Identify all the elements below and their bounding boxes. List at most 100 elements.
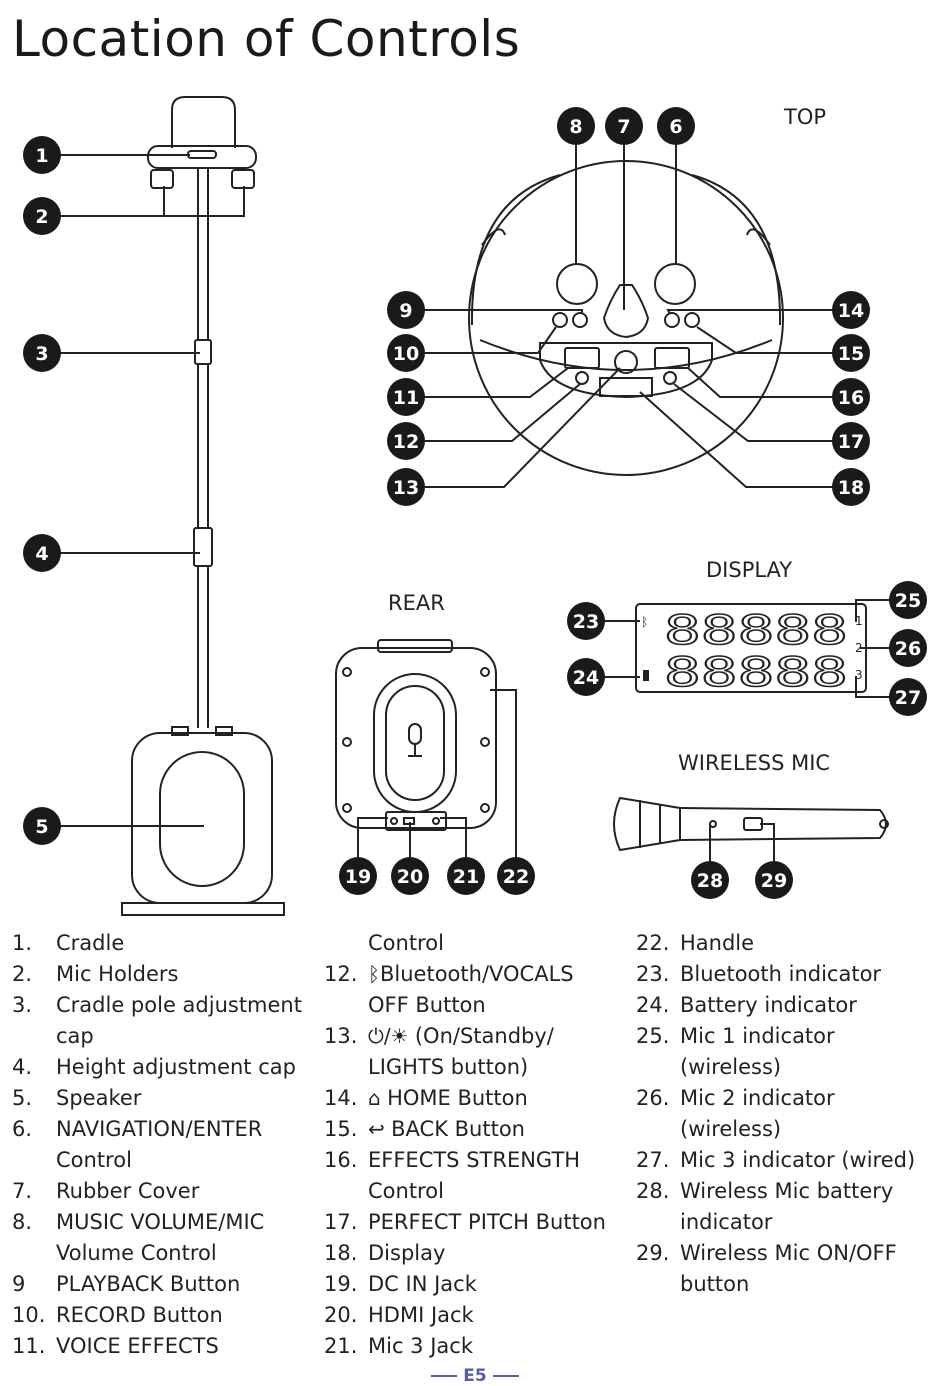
callout-label: 21 <box>453 866 479 888</box>
legend-item: 26.Mic 2 indicator <box>636 1086 835 1110</box>
callout-2: 2 <box>23 197 61 235</box>
legend-item: 1.Cradle <box>12 931 125 955</box>
page-title: Location of Controls <box>12 10 521 68</box>
callout-5: 5 <box>23 807 61 845</box>
legend-column-2: Control 12.ᛒBluetooth/VOCALS OFF Button … <box>324 928 624 1362</box>
callout-3: 3 <box>23 334 61 372</box>
legend-item: 25.Mic 1 indicator <box>636 1024 835 1048</box>
legend-item: 15.↩ BACK Button <box>324 1117 525 1141</box>
display-row-2: 88888 <box>664 650 848 696</box>
callout-label: 9 <box>399 300 412 322</box>
legend-item: 10.RECORD Button <box>12 1303 223 1327</box>
home-icon: ⌂ <box>368 1086 388 1110</box>
legend-item: 17.PERFECT PITCH Button <box>324 1210 606 1234</box>
battery-indicator-icon <box>643 670 649 681</box>
callout-29: 29 <box>755 861 793 899</box>
callout-1: 1 <box>23 136 61 174</box>
callout-4: 4 <box>23 534 61 572</box>
footer-dash-right <box>492 1375 519 1377</box>
legend-item-continuation: OFF Button <box>368 993 486 1017</box>
legend-item: 6.NAVIGATION/ENTER <box>12 1117 263 1141</box>
callout-label: 15 <box>838 343 864 365</box>
legend-item: 29.Wireless Mic ON/OFF <box>636 1241 897 1265</box>
legend-item-continuation: Control <box>368 1179 444 1203</box>
callout-label: 27 <box>895 687 921 709</box>
callout-label: 7 <box>617 116 630 138</box>
callout-label: 12 <box>393 431 419 453</box>
callout-label: 2 <box>35 206 48 228</box>
callout-label: 29 <box>761 870 787 892</box>
callout-7: 7 <box>605 107 643 145</box>
callout-16: 16 <box>832 378 870 416</box>
legend-item-continuation: (wireless) <box>680 1117 782 1141</box>
callout-label: 22 <box>503 866 529 888</box>
footer-dash-left <box>431 1375 458 1377</box>
section-label-rear: REAR <box>388 591 445 615</box>
legend-item: 20.HDMI Jack <box>324 1303 474 1327</box>
display-indicators: ᛒ 1 2 3 <box>641 614 863 682</box>
legend-item-continuation: button <box>680 1272 750 1296</box>
callout-25: 25 <box>889 581 927 619</box>
callout-20: 20 <box>391 857 429 895</box>
callout-label: 8 <box>569 116 582 138</box>
callout-label: 4 <box>35 543 48 565</box>
legend-item: 22.Handle <box>636 931 755 955</box>
callout-6: 6 <box>657 107 695 145</box>
legend-column-3: 22.Handle 23.Bluetooth indicator 24.Batt… <box>636 928 936 1300</box>
page-footer: E5 <box>0 1366 950 1386</box>
wireless-mic-illustration <box>613 796 889 852</box>
leader-lines <box>42 128 908 880</box>
legend-item: 16.EFFECTS STRENGTH <box>324 1148 581 1172</box>
display-row-1: 88888 <box>664 608 848 654</box>
callout-8: 8 <box>557 107 595 145</box>
callout-23: 23 <box>567 602 605 640</box>
power-light-icon: ⏻/☀ <box>368 1024 415 1048</box>
callout-21: 21 <box>447 857 485 895</box>
callout-label: 10 <box>393 343 419 365</box>
legend-item: 12.ᛒBluetooth/VOCALS <box>324 962 574 986</box>
callout-label: 24 <box>573 667 599 689</box>
callout-15: 15 <box>832 334 870 372</box>
legend-item: 28.Wireless Mic battery <box>636 1179 894 1203</box>
callout-14: 14 <box>832 291 870 329</box>
legend-item: 24.Battery indicator <box>636 993 857 1017</box>
callout-19: 19 <box>339 857 377 895</box>
legend-item: 19.DC IN Jack <box>324 1272 477 1296</box>
callout-label: 17 <box>838 431 864 453</box>
legend-item: 27.Mic 3 indicator (wired) <box>636 1148 916 1172</box>
callout-label: 14 <box>838 300 864 322</box>
callout-17: 17 <box>832 422 870 460</box>
callout-18: 18 <box>832 468 870 506</box>
callout-12: 12 <box>387 422 425 460</box>
callout-label: 19 <box>345 866 371 888</box>
legend-item: 7.Rubber Cover <box>12 1179 200 1203</box>
callout-27: 27 <box>889 678 927 716</box>
bluetooth-icon: ᛒ <box>368 962 380 986</box>
callout-label: 23 <box>573 611 599 633</box>
legend-item: 5.Speaker <box>12 1086 142 1110</box>
callout-label: 20 <box>397 866 423 888</box>
callout-label: 3 <box>35 343 48 365</box>
callout-label: 26 <box>895 638 921 660</box>
legend-item: 14.⌂ HOME Button <box>324 1086 528 1110</box>
section-label-top: TOP <box>783 105 826 129</box>
callout-11: 11 <box>387 378 425 416</box>
legend-item-continuation: Control <box>368 931 444 955</box>
callouts: 1 2 3 4 5 6 7 8 9 10 11 12 13 14 15 16 1… <box>23 107 927 899</box>
callout-label: 6 <box>669 116 682 138</box>
callout-label: 5 <box>35 816 48 838</box>
legend-item-continuation: Volume Control <box>56 1241 217 1265</box>
back-arrow-icon: ↩ <box>368 1117 392 1141</box>
callout-22: 22 <box>497 857 535 895</box>
legend-item: 11.VOICE EFFECTS <box>12 1334 219 1358</box>
callout-24: 24 <box>567 658 605 696</box>
legend-item: 3.Cradle pole adjustment <box>12 993 302 1017</box>
callout-label: 18 <box>838 477 864 499</box>
display-segments: 88888 88888 <box>663 607 849 697</box>
legend-item: 21.Mic 3 Jack <box>324 1334 473 1358</box>
callout-13: 13 <box>387 468 425 506</box>
legend-item: 23.Bluetooth indicator <box>636 962 882 986</box>
legend-item-continuation: LIGHTS button) <box>368 1055 529 1079</box>
callout-label: 11 <box>393 387 419 409</box>
